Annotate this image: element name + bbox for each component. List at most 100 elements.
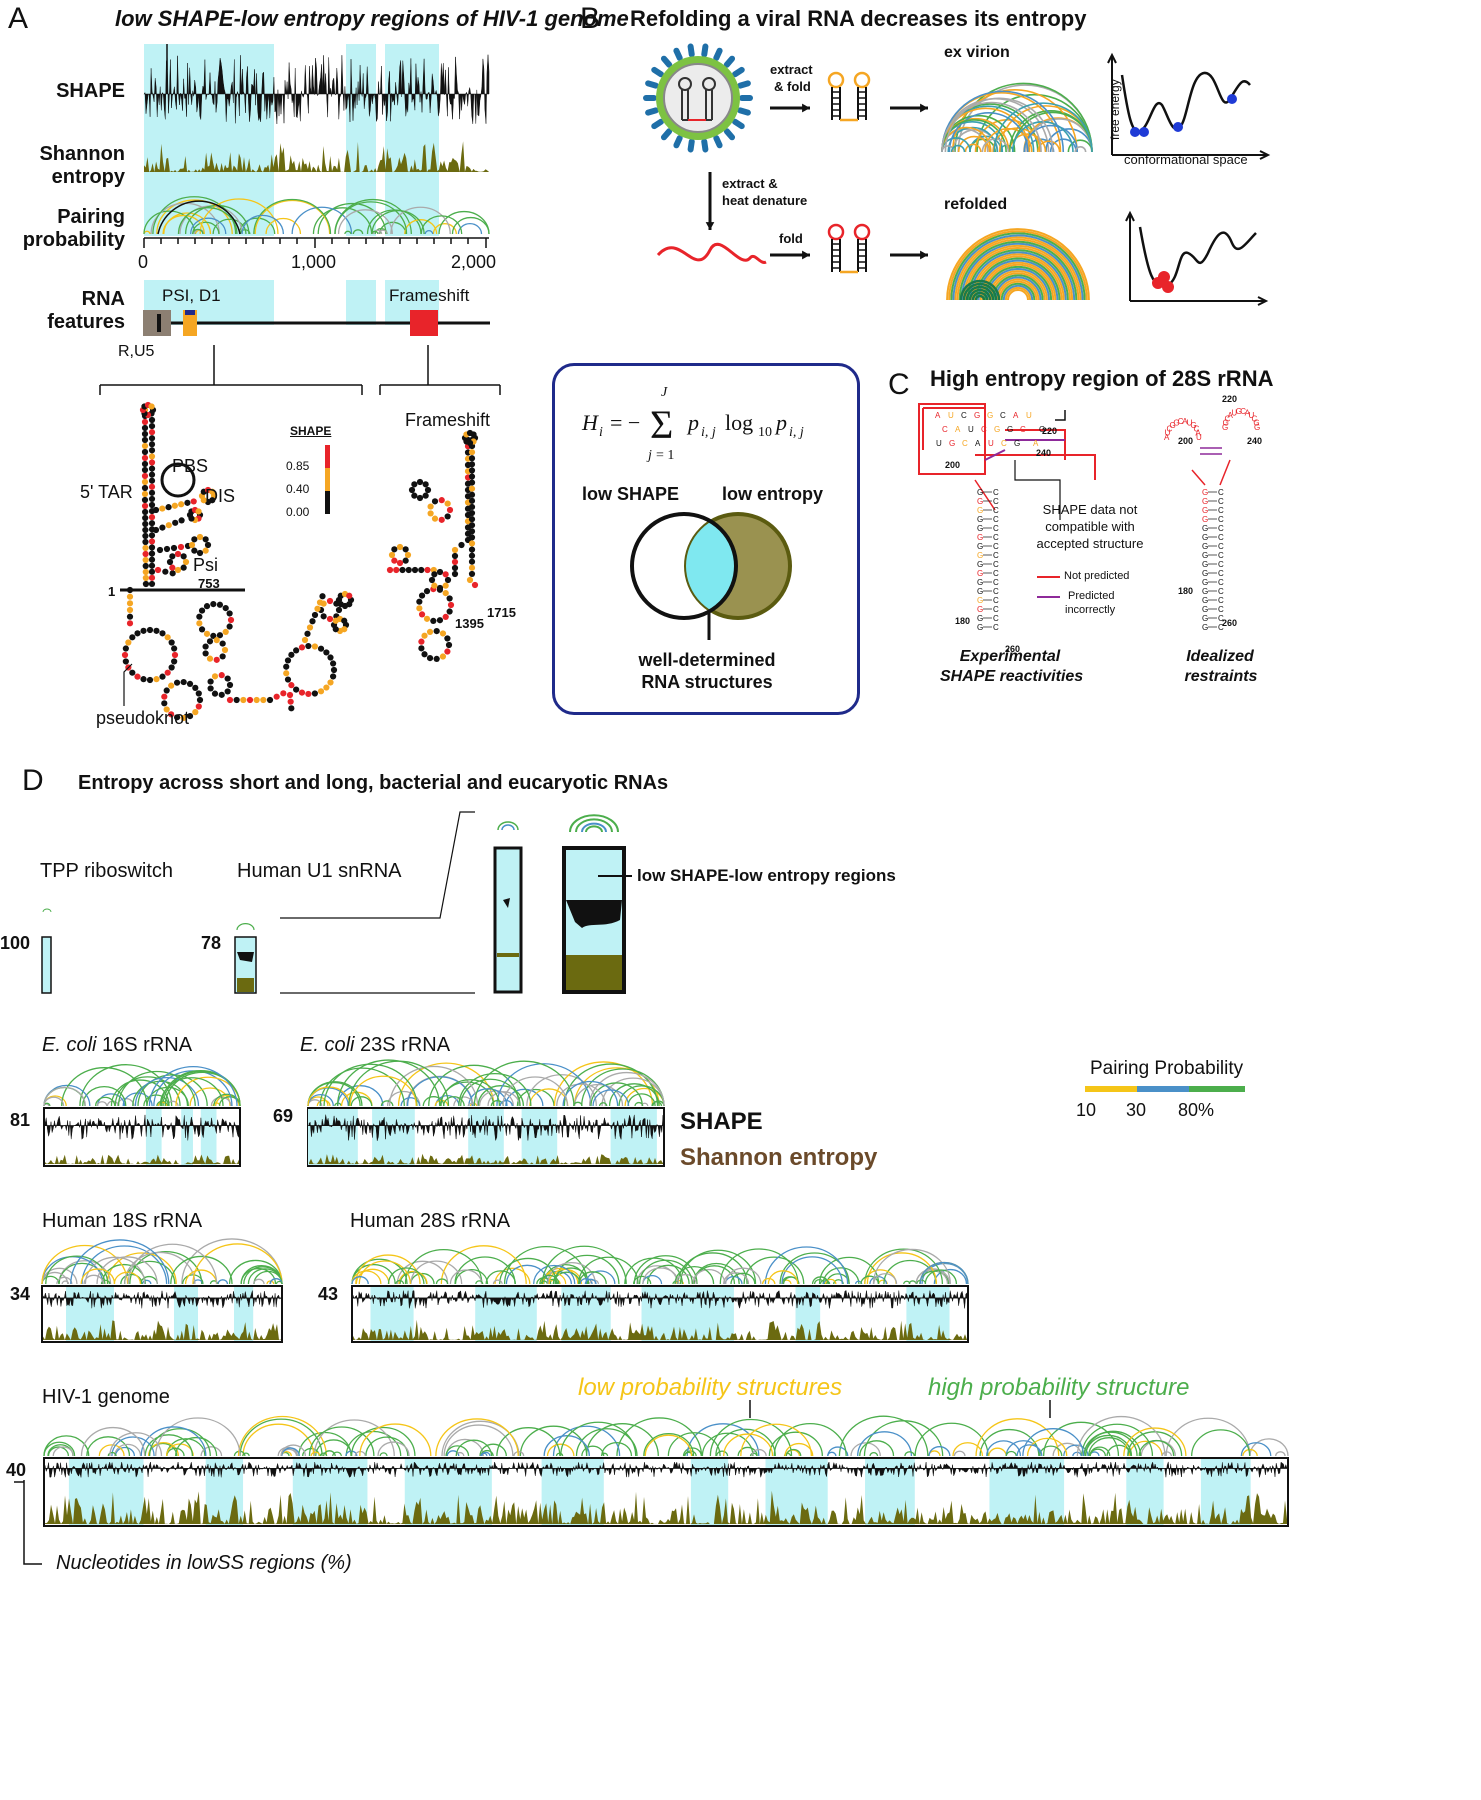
pairing-arc [350,1426,416,1457]
pairing-color-bar [1085,1086,1245,1092]
nucleotide [335,606,343,614]
pairing-arc [824,1278,837,1285]
pairing-arc [435,1278,449,1285]
arc [996,278,1040,301]
nucleotide [451,558,459,566]
nucleotide [309,618,316,625]
hiv-5prime-secondary-structure [120,401,355,722]
nucleotide [416,478,424,486]
pairing-arc [209,1280,219,1285]
nucleotide [171,658,178,665]
state-dot [1227,94,1237,104]
pairing-arc [144,1434,194,1457]
axes [1129,213,1266,302]
arc [974,294,986,301]
lowss-region [372,1109,415,1165]
row-label-entropy-2: entropy [51,166,125,188]
arc [958,240,1078,301]
pairing-arc [722,1272,750,1285]
nucleotide-letter: G [994,425,1000,434]
nucleotide [148,447,156,454]
pairing-arc [533,1264,576,1285]
nt-180-right: 180 [1178,586,1194,596]
caption-idealized-2: restraints [1184,668,1258,685]
arc [962,244,1074,301]
pairing-arc [124,1251,196,1285]
pairing-arc [406,1076,473,1107]
pairing-arc [111,1436,155,1457]
pairing-arc [143,1094,170,1107]
pairing-arc [458,1073,532,1107]
nucleotide-letter: G [974,411,980,420]
pairing-arc [773,1423,847,1457]
h18-percent: 34 [10,1284,31,1304]
nucleotide [326,597,334,605]
extract-heat-label-1: extract & [722,176,778,191]
pairing-arc [192,221,220,235]
svg-text:p: p [686,410,699,435]
pairing-arc [455,1451,465,1457]
nucleotide [141,472,149,480]
nucleotide [196,533,204,541]
nucleotide [293,686,300,693]
hiv-genome-profile [43,1400,1289,1527]
pairing-arc [164,1071,241,1107]
low-probability-label: low probability structures [578,1374,843,1401]
pairing-arc [716,1450,729,1457]
nucleotide [427,503,434,510]
pairing-arc [873,1273,898,1285]
nucleotide [426,654,434,662]
nucleotide-letter: C [1218,596,1224,605]
state-dot [1162,281,1174,293]
nucleotide [126,600,134,607]
nucleotide [195,690,202,697]
nucleotide [168,711,175,718]
nucleotide [445,641,453,649]
nucleotide [168,664,175,671]
nucleotide [142,562,149,570]
lowss-region [521,1109,558,1165]
nucleotide [224,688,231,695]
row-label-pairing-2: probability [22,229,125,251]
energy-landscape-ex-virion [1107,52,1271,160]
entropy-trace [566,955,622,990]
pairing-arc [686,1423,760,1457]
pairing-arc [608,1083,660,1107]
pairing-arc [481,1451,491,1457]
nucleotide [178,501,185,508]
ecoli23-percent: 69 [273,1106,294,1126]
shape-note-1: SHAPE data not [1042,502,1138,517]
nucleotide [152,506,160,514]
nucleotide [326,615,334,623]
pairing-arc [457,223,483,235]
nucleotide-letter: G [977,515,983,524]
label-753: 753 [198,576,220,591]
pairing-arc [496,1063,592,1107]
nucleotide [169,553,176,560]
pairing-arc [627,1093,656,1107]
pairing-arc [811,1276,829,1285]
nucleotide-letter: C [1020,425,1026,434]
nucleotide-letter: G [1223,418,1229,427]
pairing-arc [616,1417,703,1457]
nucleotide [174,550,182,558]
nucleotide [346,592,353,599]
pairing-arc [492,1279,503,1285]
nucleotide-letter: A [1195,428,1201,437]
pairing-arc [541,1245,627,1285]
lowss-region [144,44,274,236]
nucleotide [446,608,453,615]
pairing-arc [1127,1431,1183,1457]
nucleotide [180,553,187,560]
nucleotide [421,632,428,639]
arc [964,143,982,153]
nucleotide [142,514,149,522]
nucleotide [444,500,451,507]
nucleotide [396,543,404,551]
lowss-region [145,1109,162,1165]
nucleotide [436,568,444,576]
arc [944,97,1054,153]
ecoli23-profile [307,1059,665,1167]
pairing-arc [584,1278,597,1285]
entropy-trace [45,1490,1287,1524]
